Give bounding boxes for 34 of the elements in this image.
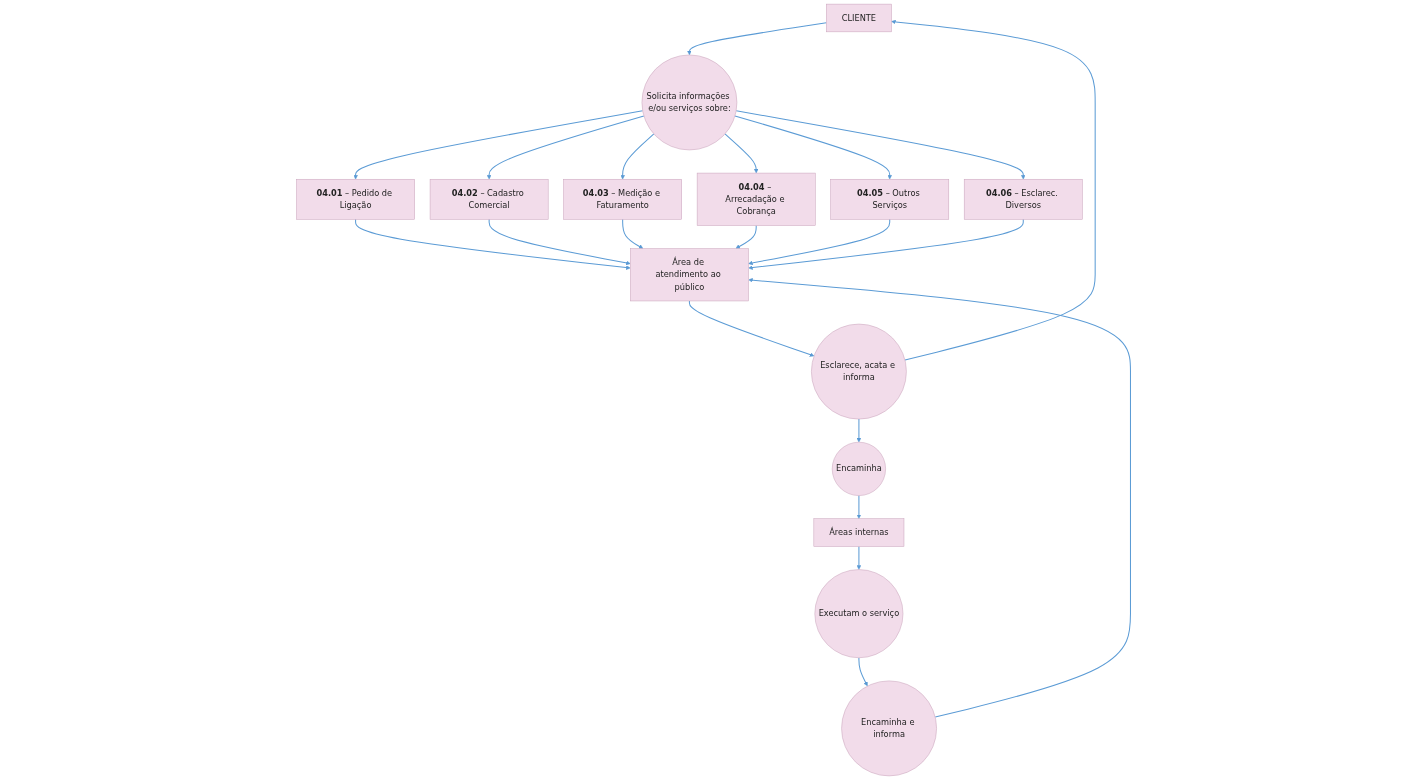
arrow (735, 224, 757, 249)
arrow (734, 115, 892, 180)
node-box: Áreas internas (813, 518, 905, 547)
arrow (748, 218, 1024, 270)
arrow (748, 277, 1131, 718)
node-circle: Solicita informações e/ou serviços sobre: (641, 54, 738, 151)
arrow (735, 110, 1026, 180)
arrow (355, 218, 631, 270)
arrow (486, 115, 645, 180)
node-box: 04.04 – Arrecadação e Cobrança (696, 172, 816, 226)
node-box: 04.03 – Medição e Faturamento (563, 179, 682, 220)
node-box: 04.02 – Cadastro Comercial (429, 179, 549, 220)
node-circle: Executam o serviço (814, 569, 904, 659)
arrow (748, 218, 891, 266)
arrow (488, 218, 631, 266)
node-circle: Encaminha e informa (841, 680, 937, 777)
arrow (856, 418, 862, 443)
arrow (856, 545, 862, 570)
arrow (856, 495, 862, 519)
node-box: 04.06 – Esclarec. Diversos (963, 179, 1083, 220)
node-box: Área de atendimento ao público (630, 248, 749, 302)
node-circle: Esclarece, acata e informa (811, 323, 907, 420)
arrow (622, 218, 644, 249)
arrow (891, 19, 1096, 361)
arrow (687, 22, 827, 56)
arrow (858, 657, 868, 687)
arrow (724, 133, 759, 174)
arrow (620, 133, 655, 180)
node-box: CLIENTE (826, 3, 892, 33)
arrow (353, 110, 644, 180)
node-circle: Encaminha (831, 441, 886, 496)
arrow (688, 300, 815, 357)
node-box: 04.01 – Pedido de Ligação (296, 179, 415, 220)
node-box: 04.05 – Outros Serviços (830, 179, 950, 220)
